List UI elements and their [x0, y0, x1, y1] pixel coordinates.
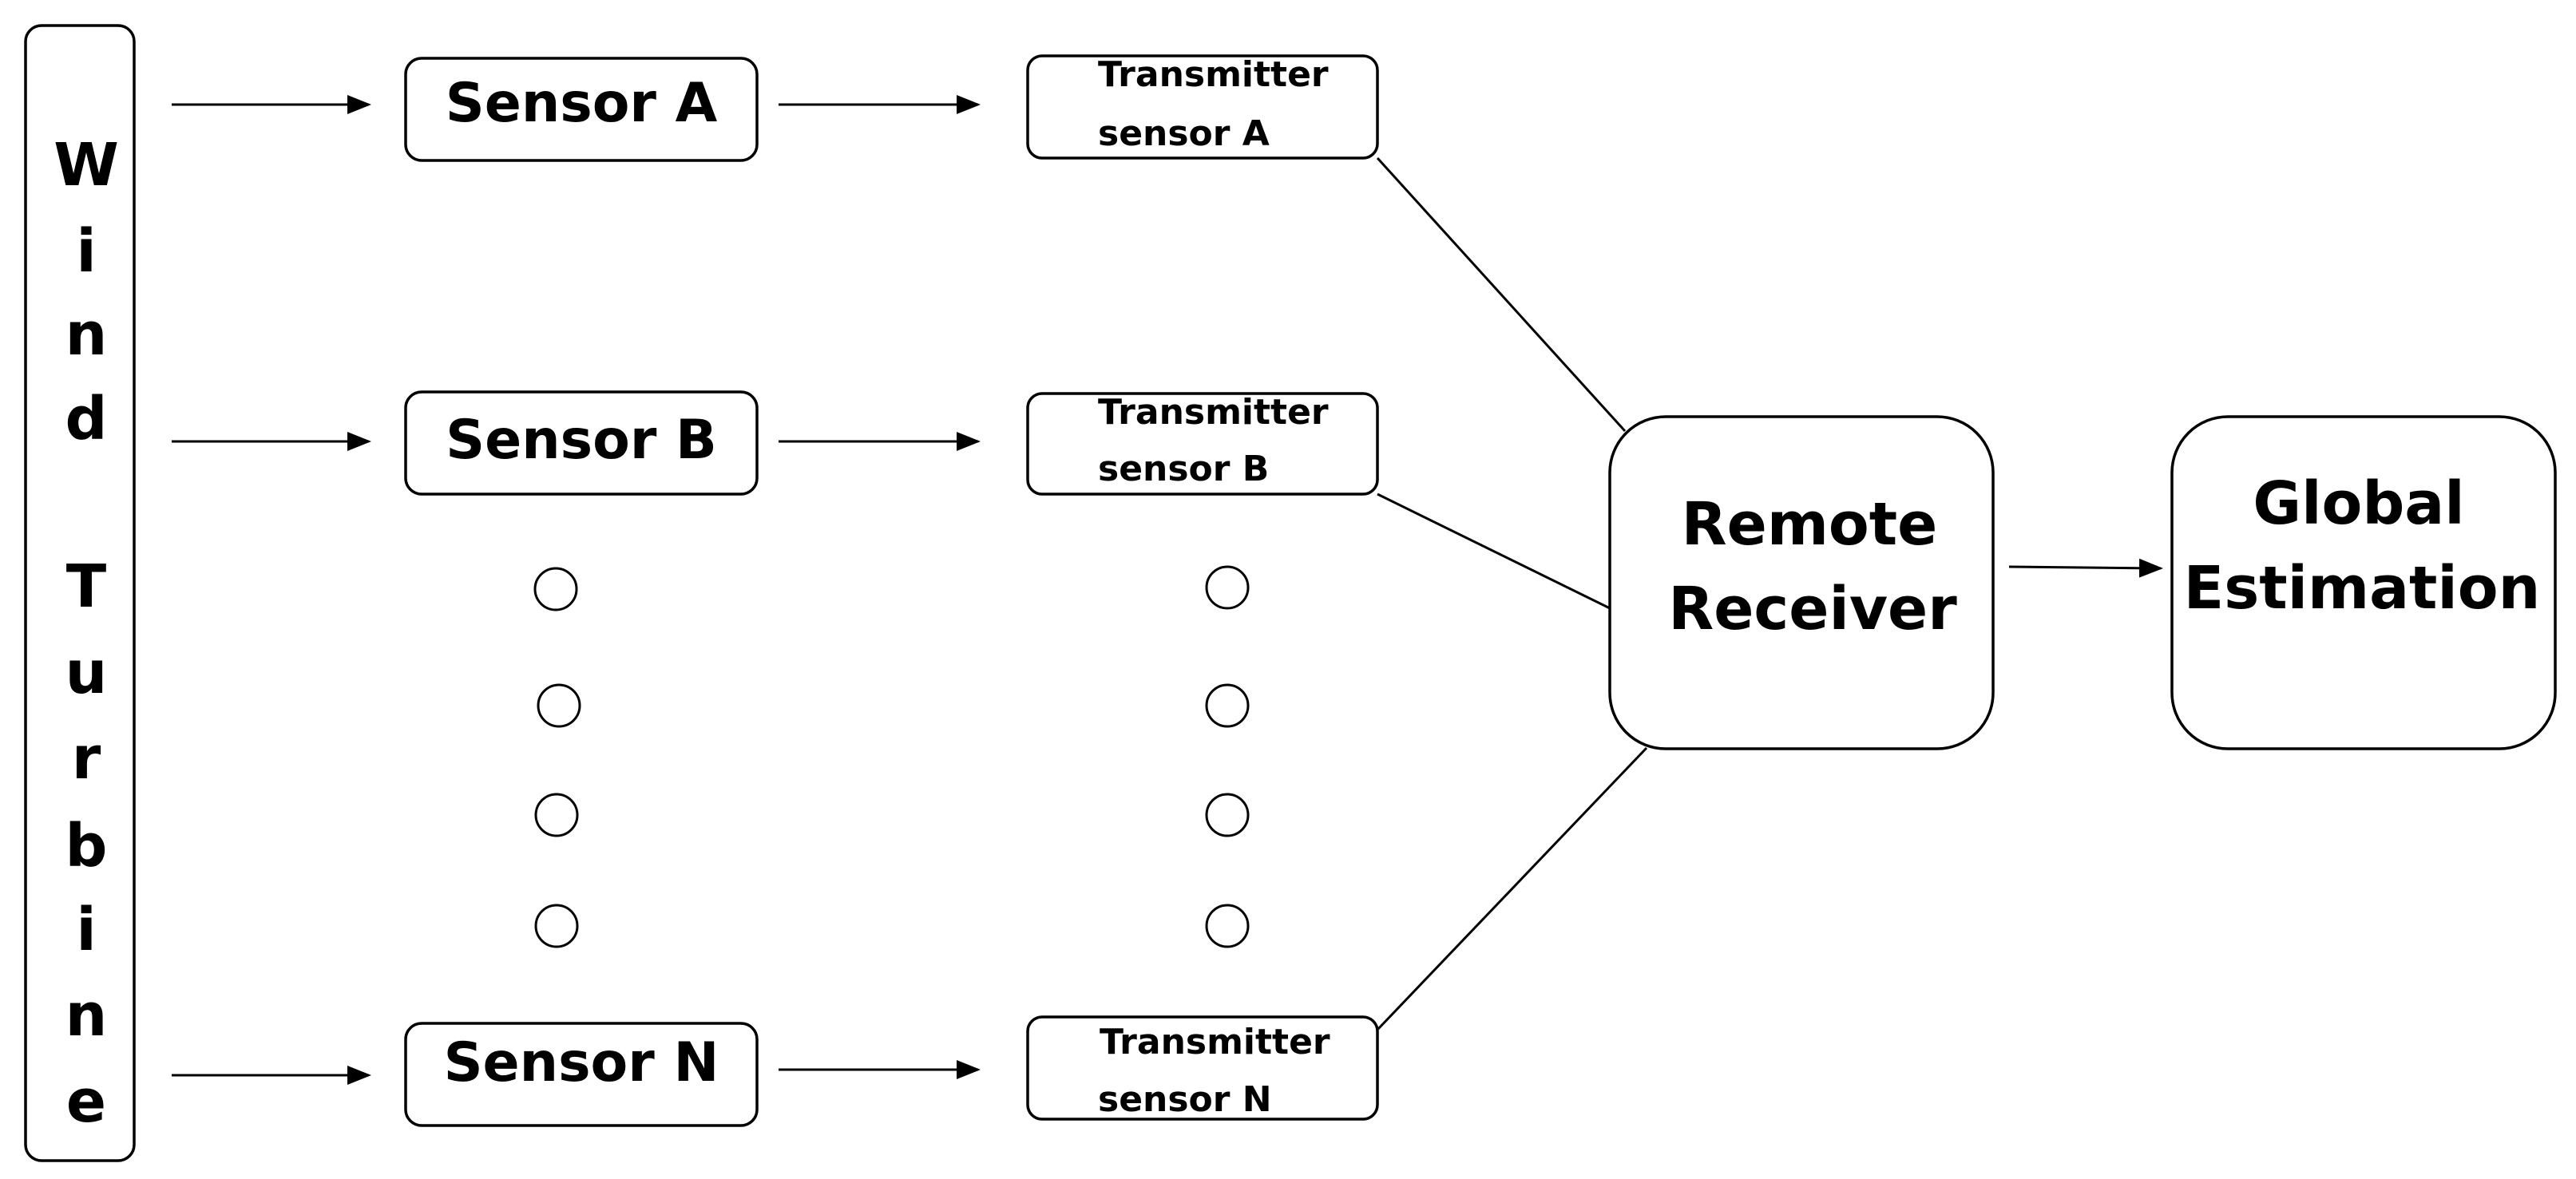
- transmitter-ellipsis-dot: [1205, 793, 1250, 837]
- sensor-n: Sensor N: [404, 1022, 759, 1127]
- sensor-a: Sensor A: [404, 57, 759, 162]
- transmitter-a-box: [1026, 54, 1379, 160]
- sensor-ellipsis-dot: [534, 793, 579, 837]
- transmitter-a-line2: sensor A: [1098, 113, 1270, 154]
- global-estimation: Global Estimation: [2170, 415, 2557, 750]
- transmitter-n-line2: sensor N: [1098, 1079, 1272, 1120]
- wind-turbine-letter: b: [65, 812, 108, 880]
- sensor-ellipsis-dots: [533, 567, 581, 948]
- transmitter-b-line1: Transmitter: [1098, 392, 1329, 433]
- global-estimation-line1: Global: [2253, 469, 2464, 538]
- sensor-a-label: Sensor A: [446, 72, 718, 135]
- sensor-ellipsis-dot: [537, 683, 581, 728]
- transmitter-a-line1: Transmitter: [1098, 54, 1329, 95]
- remote-receiver-box: [1608, 415, 1995, 750]
- wind-turbine-letter: T: [66, 552, 107, 621]
- wind-turbine-letter: i: [76, 896, 96, 964]
- wind-turbine-box: [24, 24, 136, 1162]
- transmitter-b-box: [1026, 392, 1379, 496]
- link-transmitter-a-to-receiver: [1376, 156, 1627, 433]
- transmitter-b: Transmitter sensor B: [1026, 392, 1379, 496]
- arrow-receiver-to-estimation: [2008, 558, 2163, 578]
- sensor-n-box: [404, 1022, 759, 1127]
- turbine-to-sensor-arrows: [172, 95, 371, 1085]
- transmitter-ellipsis-dot: [1205, 904, 1250, 948]
- transmitter-n: Transmitter sensor N: [1026, 1015, 1379, 1121]
- wind-turbine-letter: r: [72, 724, 101, 793]
- transmitter-n-box: [1026, 1015, 1379, 1121]
- sensor-n-label: Sensor N: [444, 1031, 719, 1094]
- transmitter-b-line2: sensor B: [1098, 449, 1269, 489]
- sensor-ellipsis-dot: [533, 567, 578, 611]
- sensor-b-label: Sensor B: [446, 409, 717, 472]
- sensor-to-transmitter-arrows: [779, 95, 981, 1079]
- wind-turbine-letter: i: [76, 217, 96, 286]
- transmitter-ellipsis-dot: [1205, 683, 1250, 728]
- wind-turbine-letter: n: [65, 300, 108, 369]
- wind-turbine-letter: u: [65, 639, 108, 707]
- transmitter-ellipsis-dot: [1205, 565, 1250, 610]
- link-transmitter-n-to-receiver: [1376, 746, 1648, 1031]
- sensor-b: Sensor B: [404, 390, 759, 496]
- sensor-a-box: [404, 57, 759, 162]
- sensor-ellipsis-dot: [534, 904, 579, 948]
- global-estimation-box: [2170, 415, 2557, 750]
- transmitter-to-receiver-links: [1376, 156, 1648, 1031]
- global-estimation-line2: Estimation: [2184, 554, 2541, 623]
- transmitter-a: Transmitter sensor A: [1026, 54, 1379, 160]
- transmitter-ellipsis-dots: [1205, 565, 1250, 948]
- wind-turbine-letter: n: [65, 981, 108, 1050]
- sensor-b-box: [404, 390, 759, 496]
- transmitter-n-line1: Transmitter: [1100, 1022, 1330, 1062]
- wind-turbine-letter: e: [66, 1067, 106, 1136]
- wind-turbine-letter: W: [54, 131, 119, 200]
- link-transmitter-b-to-receiver: [1377, 493, 1611, 610]
- remote-receiver-line2: Receiver: [1668, 575, 1957, 643]
- wind-turbine-letter: d: [65, 385, 108, 453]
- remote-receiver: Remote Receiver: [1608, 415, 1995, 750]
- remote-receiver-line1: Remote: [1682, 490, 1938, 559]
